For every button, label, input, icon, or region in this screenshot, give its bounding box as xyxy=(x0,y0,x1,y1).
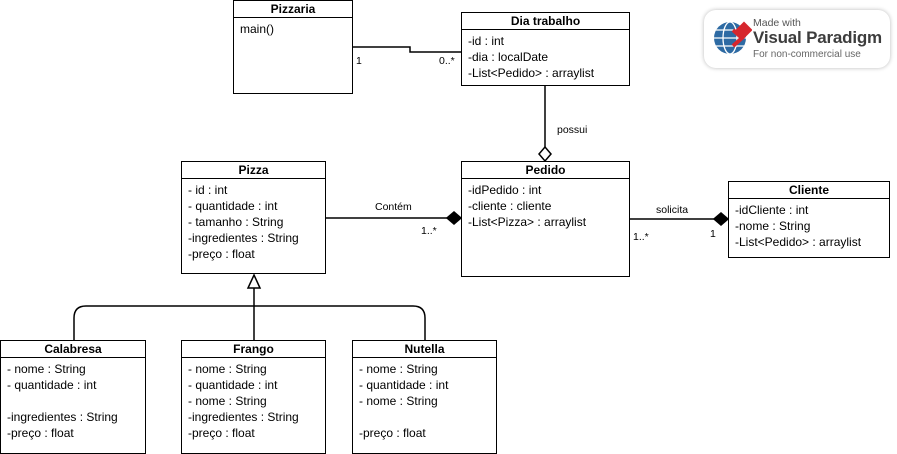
visual-paradigm-watermark: Made with Visual Paradigm For non-commer… xyxy=(704,10,890,68)
class-member: -List<Pedido> : arraylist xyxy=(468,66,595,80)
composition-diamond-pedido xyxy=(445,211,463,225)
class-name: Calabresa xyxy=(1,341,145,358)
class-member: -preço : float xyxy=(188,247,255,261)
composition-diamond-cliente xyxy=(712,212,730,226)
multiplicity-cliente: 1 xyxy=(710,228,716,240)
class-pizzaria[interactable]: Pizzaria main() xyxy=(233,0,353,94)
class-name: Nutella xyxy=(353,341,496,358)
class-name: Pizza xyxy=(182,162,325,179)
generalization-tree xyxy=(73,288,426,340)
multiplicity-dia-trabalho: 0..* xyxy=(439,55,455,67)
multiplicity-pizzaria: 1 xyxy=(356,55,362,67)
class-member: - quantidade : int xyxy=(188,378,278,392)
association-pizzaria-dia-trabalho xyxy=(352,46,462,53)
class-member: -ingredientes : String xyxy=(7,410,118,424)
class-member: -List<Pedido> : arraylist xyxy=(735,235,862,249)
class-name: Dia trabalho xyxy=(462,13,629,30)
watermark-line-3: For non-commercial use xyxy=(753,49,861,60)
class-calabresa[interactable]: Calabresa - nome : String - quantidade :… xyxy=(0,340,146,454)
class-member: - nome : String xyxy=(359,394,438,408)
class-member: - quantidade : int xyxy=(7,378,97,392)
class-member: -preço : float xyxy=(7,426,74,440)
class-member: -preço : float xyxy=(359,426,426,440)
class-frango[interactable]: Frango - nome : String - quantidade : in… xyxy=(181,340,326,454)
class-pedido[interactable]: Pedido -idPedido : int -cliente : client… xyxy=(461,161,630,277)
visual-paradigm-logo-icon xyxy=(714,21,752,55)
class-member: - nome : String xyxy=(188,362,267,376)
class-member: -ingredientes : String xyxy=(188,231,299,245)
class-member: -preço : float xyxy=(188,426,255,440)
class-member: - quantidade : int xyxy=(359,378,449,392)
class-member: - nome : String xyxy=(188,394,267,408)
class-member: -cliente : cliente xyxy=(468,199,552,213)
class-member: - nome : String xyxy=(7,362,86,376)
class-member: -id : int xyxy=(468,34,505,48)
class-member: main() xyxy=(240,22,275,36)
class-member: - nome : String xyxy=(359,362,438,376)
class-member: - tamanho : String xyxy=(188,215,284,229)
class-member xyxy=(7,393,139,409)
class-member: -idPedido : int xyxy=(468,183,542,197)
multiplicity-pizza-pedido: 1..* xyxy=(421,225,437,237)
class-member: -ingredientes : String xyxy=(188,410,299,424)
watermark-line-1: Made with xyxy=(753,17,801,29)
label-solicita: solicita xyxy=(656,204,689,216)
class-name: Pizzaria xyxy=(234,1,352,18)
class-name: Pedido xyxy=(462,162,629,179)
class-member: -dia : localDate xyxy=(468,50,549,64)
generalization-arrowhead xyxy=(246,273,262,289)
class-member: -List<Pizza> : arraylist xyxy=(468,215,587,229)
class-member: - quantidade : int xyxy=(188,199,278,213)
class-member: - id : int xyxy=(188,183,228,197)
class-member: -idCliente : int xyxy=(735,203,809,217)
aggregation-diamond xyxy=(538,145,552,163)
label-possui: possui xyxy=(557,124,588,136)
class-pizza[interactable]: Pizza - id : int - quantidade : int - ta… xyxy=(181,161,326,274)
class-name: Cliente xyxy=(729,182,889,199)
class-member: -nome : String xyxy=(735,219,811,233)
class-member xyxy=(359,409,490,425)
class-cliente[interactable]: Cliente -idCliente : int -nome : String … xyxy=(728,181,890,258)
class-nutella[interactable]: Nutella - nome : String - quantidade : i… xyxy=(352,340,497,454)
multiplicity-pedido: 1..* xyxy=(633,231,649,243)
class-name: Frango xyxy=(182,341,325,358)
class-dia-trabalho[interactable]: Dia trabalho -id : int -dia : localDate … xyxy=(461,12,630,86)
label-contem: Contém xyxy=(375,201,412,213)
watermark-line-2: Visual Paradigm xyxy=(753,28,882,47)
